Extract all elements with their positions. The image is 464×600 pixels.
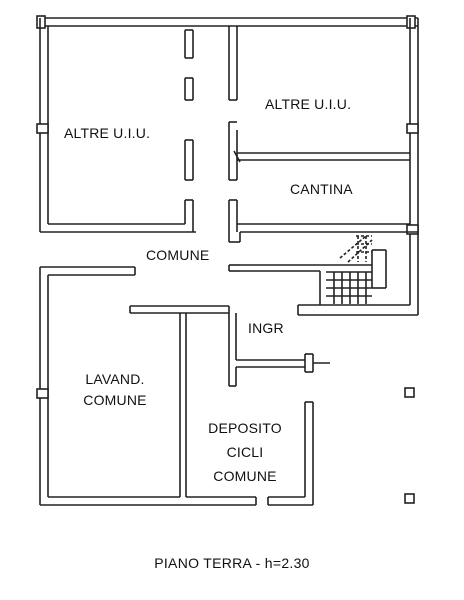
room-label-cellar: CANTINA bbox=[290, 181, 353, 197]
room-label-other-units-left: ALTRE U.I.U. bbox=[64, 125, 151, 141]
stairs bbox=[228, 235, 418, 316]
top-outer-wall bbox=[36, 15, 418, 29]
bike-storage-wall bbox=[267, 401, 314, 506]
entrance-walls bbox=[228, 306, 330, 387]
floor-caption: PIANO TERRA - h=2.30 bbox=[154, 555, 310, 571]
room-label-common: COMUNE bbox=[146, 247, 210, 263]
corridor-left-wall bbox=[184, 29, 194, 232]
column-top bbox=[404, 387, 415, 398]
column-bottom bbox=[404, 493, 415, 504]
room-label-entrance: INGR bbox=[248, 320, 284, 336]
room-label-laundry: LAVAND. COMUNE bbox=[70, 369, 160, 411]
cellar-bottom-wall bbox=[237, 223, 418, 233]
bike-storage-line-1: DEPOSITO bbox=[208, 420, 282, 436]
laundry-line-2: COMUNE bbox=[83, 392, 147, 408]
laundry-line-1: LAVAND. bbox=[85, 371, 145, 387]
right-outer-wall bbox=[406, 18, 419, 315]
cellar-top-wall bbox=[233, 150, 410, 163]
corridor-right-wall bbox=[228, 26, 241, 243]
room-label-other-units-right: ALTRE U.I.U. bbox=[265, 96, 352, 112]
room-label-bike-storage: DEPOSITO CICLI COMUNE bbox=[195, 416, 295, 488]
bike-storage-line-2: CICLI bbox=[226, 444, 264, 460]
left-wall-upper bbox=[36, 18, 196, 233]
bike-storage-line-3: COMUNE bbox=[213, 468, 277, 484]
laundry-walls bbox=[36, 266, 257, 506]
